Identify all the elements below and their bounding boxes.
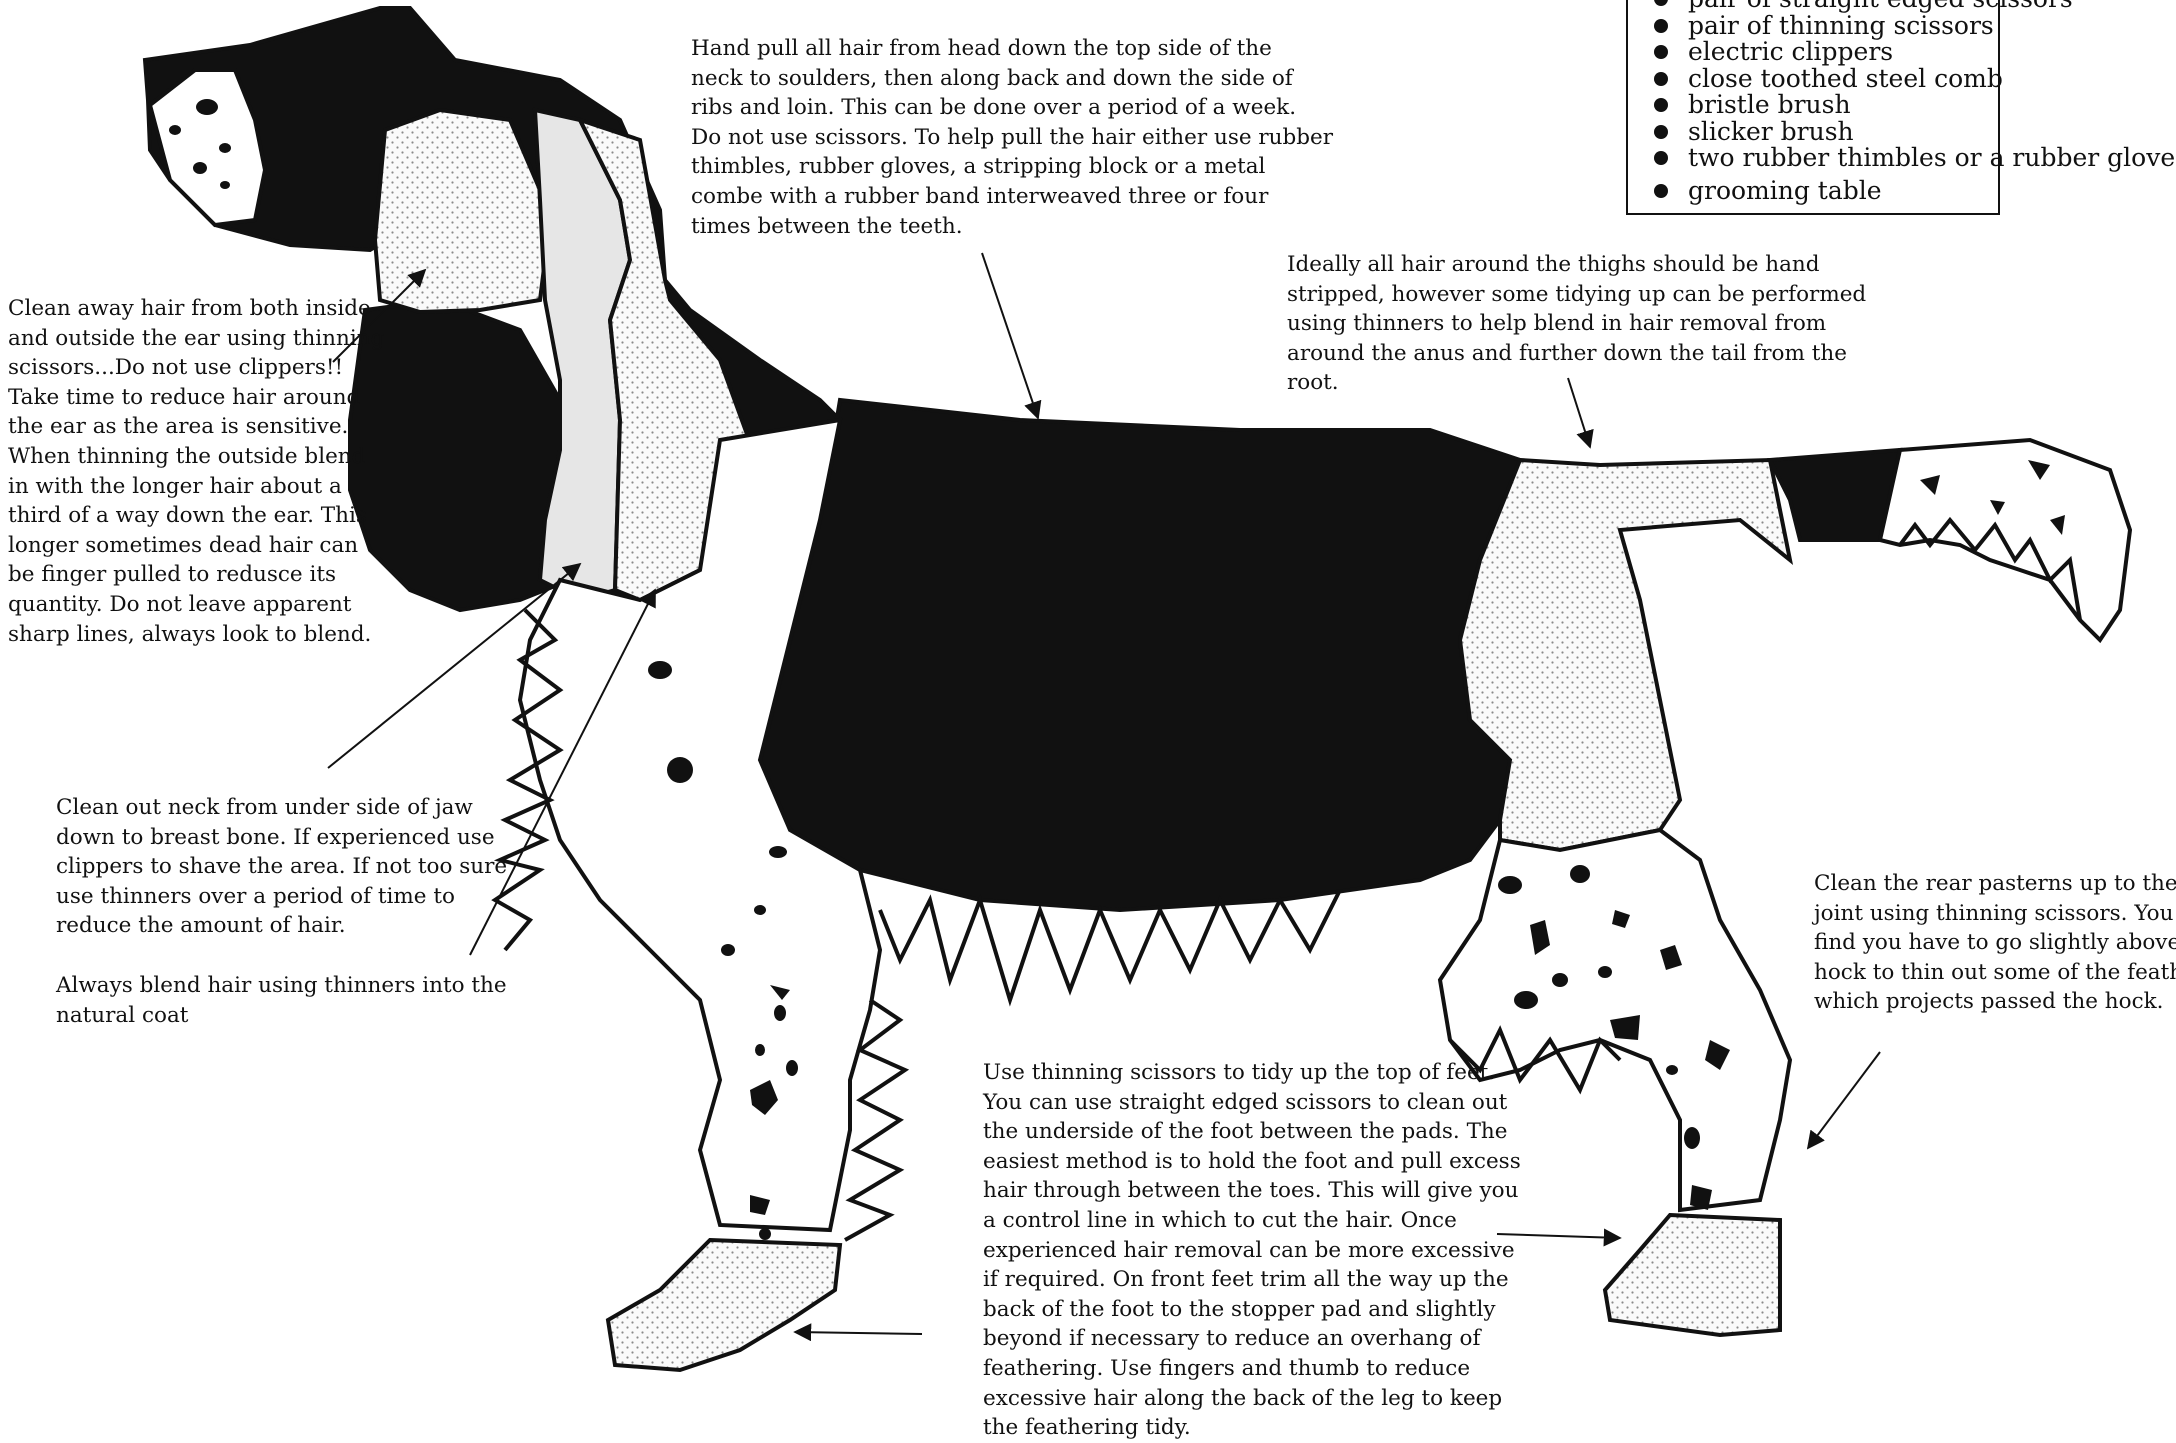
note-thighs: Ideally all hair around the thighs shoul… xyxy=(1287,250,1866,398)
ear-stippled-top xyxy=(375,110,545,312)
bullet-icon xyxy=(1654,184,1668,198)
bullet-icon xyxy=(1654,0,1668,6)
bullet-icon xyxy=(1654,19,1668,33)
note-feet: Use thinning scissors to tidy up the top… xyxy=(983,1058,1521,1443)
note-back-hand-pull: Hand pull all hair from head down the to… xyxy=(691,34,1333,241)
bullet-icon xyxy=(1654,45,1668,59)
tools-list: pair of straight edged scissors pair of … xyxy=(1654,0,1998,204)
body-saddle xyxy=(760,400,1520,910)
note-neck: Clean out neck from under side of jaw do… xyxy=(56,793,507,1030)
bullet-icon xyxy=(1654,151,1668,165)
bullet-icon xyxy=(1654,98,1668,112)
bullet-icon xyxy=(1654,125,1668,139)
tools-list-item: slicker brush xyxy=(1654,119,1998,146)
rump-stippled xyxy=(1460,460,1790,850)
tools-list-item: two rubber thimbles or a rubber glove xyxy=(1654,145,1998,172)
arrow-front-foot xyxy=(795,1332,922,1334)
note-blend-line: natural coat xyxy=(56,1001,507,1031)
tail-base-dark xyxy=(1770,450,1900,540)
tools-list-item: electric clippers xyxy=(1654,39,1998,66)
bullet-icon xyxy=(1654,72,1668,86)
front-foot xyxy=(608,1240,840,1370)
note-blend-line: Always blend hair using thinners into th… xyxy=(56,971,507,1001)
arrow-pasterns xyxy=(1808,1052,1880,1148)
note-rear-pasterns: Clean the rear pasterns up to the hock j… xyxy=(1814,869,2176,1017)
tools-list-item: close toothed steel comb xyxy=(1654,66,1998,93)
tools-list-item: grooming table xyxy=(1654,178,1998,205)
note-ear: Clean away hair from both inside and out… xyxy=(8,294,384,649)
tools-list-item: bristle brush xyxy=(1654,92,1998,119)
rear-foot xyxy=(1605,1215,1780,1335)
tools-list-item: pair of thinning scissors xyxy=(1654,13,1998,40)
arrow-back xyxy=(982,253,1038,418)
tools-list-box: pair of straight edged scissors pair of … xyxy=(1626,0,2000,215)
